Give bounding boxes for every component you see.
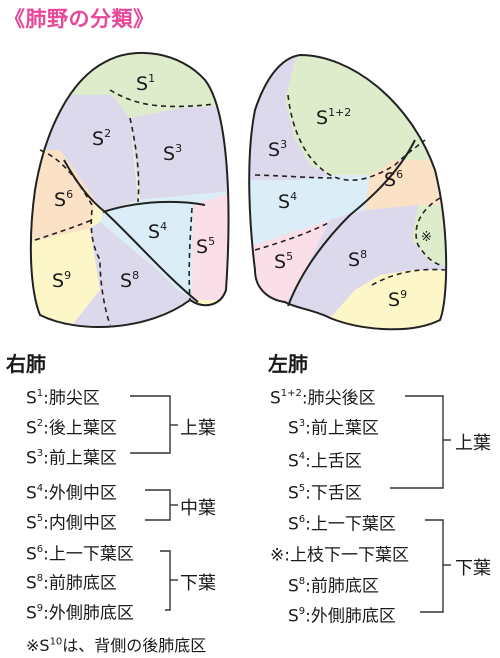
right-row-s5: S5:内側中区 bbox=[26, 513, 117, 534]
right-row-s8: S8:前肺底区 bbox=[26, 573, 117, 594]
label-left-s12: S1+2 bbox=[316, 106, 351, 129]
right-row-s2: S2:後上葉区 bbox=[26, 418, 117, 439]
bracket-left-lower-lobe bbox=[420, 519, 444, 613]
bracket-left-upper-lobe bbox=[390, 395, 444, 489]
label-right-s4: S4 bbox=[148, 220, 167, 243]
label-left-s4: S4 bbox=[278, 190, 297, 213]
label-right-s9: S9 bbox=[52, 269, 71, 292]
left-row-s5: S5:下舌区 bbox=[288, 483, 362, 504]
right-s8-region bbox=[60, 222, 195, 328]
label-left-s3: S3 bbox=[268, 138, 287, 161]
right-lobe-upper: 上葉 bbox=[180, 418, 216, 439]
right-lung-outline bbox=[29, 51, 230, 328]
right-lung bbox=[30, 52, 229, 328]
right-fissures bbox=[63, 159, 206, 303]
right-s1-region bbox=[30, 52, 229, 118]
right-s3-region bbox=[130, 105, 229, 200]
left-lung bbox=[249, 55, 447, 330]
label-right-s3: S3 bbox=[163, 142, 182, 165]
left-row-s9: S9:外側肺底区 bbox=[288, 606, 396, 627]
right-lobe-brackets bbox=[130, 395, 178, 611]
left-row-star: ※:上枝下一下葉区 bbox=[270, 545, 409, 566]
bracket-upper-lobe bbox=[130, 395, 171, 454]
label-right-s8: S8 bbox=[120, 269, 139, 292]
left-row-s3: S3:前上葉区 bbox=[288, 418, 379, 439]
left-s9-region bbox=[330, 270, 447, 330]
left-lobe-lower: 下葉 bbox=[455, 558, 491, 579]
bracket-middle-lobe bbox=[145, 489, 171, 521]
left-s12-region bbox=[285, 55, 447, 175]
left-lung-labels: S1+2 S3 S4 S5 S6 S8 S9 ※ bbox=[268, 106, 432, 311]
left-row-s8: S8:前肺底区 bbox=[288, 576, 379, 597]
left-segment-borders bbox=[254, 94, 446, 286]
right-row-s3: S3:前上葉区 bbox=[26, 448, 117, 469]
left-s5-region bbox=[249, 220, 330, 305]
label-left-s6: S6 bbox=[384, 168, 403, 191]
lung-segments-diagram: S1 S2 S3 S4 S5 S6 S8 S9 S1+2 S3 S4 S5 S6… bbox=[29, 51, 448, 331]
right-row-s4: S4:外側中区 bbox=[26, 483, 117, 504]
label-right-s5: S5 bbox=[196, 235, 215, 258]
right-row-s1: S1:肺尖区 bbox=[26, 388, 100, 409]
left-row-s4: S4:上舌区 bbox=[288, 451, 362, 472]
right-segment-borders bbox=[34, 89, 216, 326]
right-lung-labels: S1 S2 S3 S4 S5 S6 S8 S9 bbox=[52, 72, 215, 292]
page-title: 《肺野の分類》 bbox=[4, 7, 155, 31]
left-lung-outline bbox=[248, 53, 448, 331]
label-right-s2: S2 bbox=[92, 127, 111, 150]
label-left-s9: S9 bbox=[388, 288, 407, 311]
right-lobe-middle: 中葉 bbox=[180, 498, 216, 519]
left-fissures bbox=[287, 139, 416, 307]
left-row-s12: S1+2:肺尖後区 bbox=[270, 388, 376, 409]
label-left-s8: S8 bbox=[348, 248, 367, 271]
right-row-s9: S9:外側肺底区 bbox=[26, 603, 134, 624]
left-lobe-brackets bbox=[390, 395, 451, 613]
right-lobe-lower: 下葉 bbox=[180, 573, 216, 594]
right-lung-title: 右肺 bbox=[6, 352, 46, 376]
footnote: ※S10は、背側の後肺底区 bbox=[26, 636, 207, 655]
label-right-s6: S6 bbox=[54, 188, 73, 211]
left-row-s6: S6:上一下葉区 bbox=[288, 514, 396, 535]
label-left-star: ※ bbox=[421, 230, 432, 245]
bracket-lower-lobe bbox=[160, 550, 171, 611]
label-left-s5: S5 bbox=[274, 250, 293, 273]
right-row-s6: S6:上一下葉区 bbox=[26, 544, 134, 565]
left-lung-title: 左肺 bbox=[268, 352, 308, 376]
left-lobe-upper: 上葉 bbox=[455, 433, 491, 454]
label-right-s1: S1 bbox=[136, 72, 155, 95]
left-s4-region bbox=[249, 175, 370, 250]
